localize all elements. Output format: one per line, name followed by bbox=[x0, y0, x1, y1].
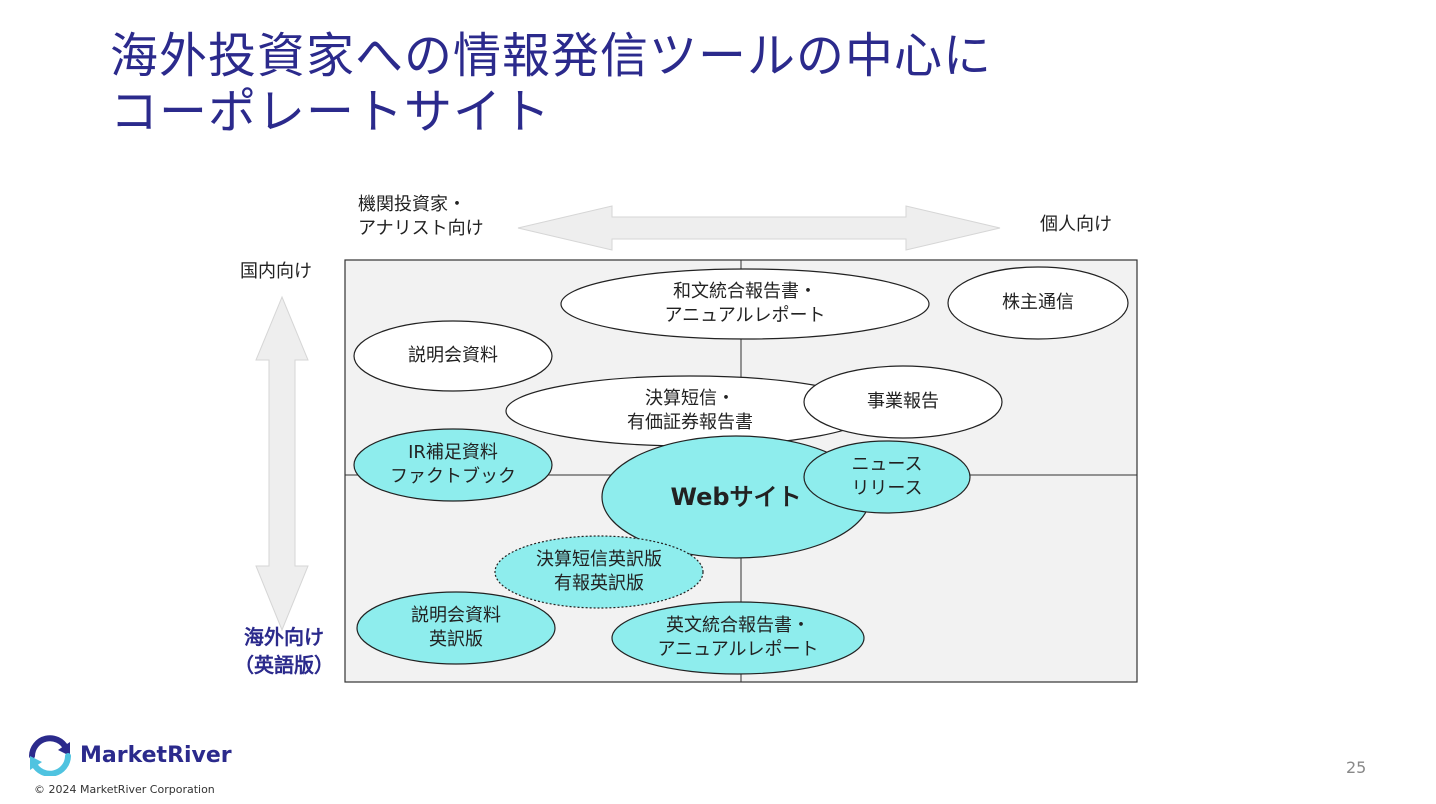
bubble-setsumeikai-en-line2: 英訳版 bbox=[429, 629, 483, 650]
bubble-setsumeikai-line1: 説明会資料 bbox=[408, 345, 498, 366]
bubble-jigyo: 事業報告 bbox=[804, 366, 1002, 438]
bubble-eibun-line2: アニュアルレポート bbox=[657, 639, 819, 660]
bubble-kessan-line1: 決算短信・ bbox=[645, 388, 735, 409]
bubble-wabun-shape bbox=[560, 268, 930, 340]
bubble-kessan-en: 決算短信英訳版 有報英訳版 bbox=[495, 536, 703, 608]
bubble-news: ニュース リリース bbox=[804, 441, 970, 513]
bubble-kessan: 決算短信・ 有価証券報告書 bbox=[506, 376, 874, 446]
bubble-eibun-line1: 英文統合報告書・ bbox=[666, 615, 810, 636]
bubble-ir-shape bbox=[353, 428, 553, 502]
bubble-ir: IR補足資料 ファクトブック bbox=[354, 429, 552, 501]
bubble-ir-line1: IR補足資料 bbox=[408, 442, 498, 463]
marketriver-logo-icon bbox=[29, 735, 71, 776]
bubble-jigyo-shape bbox=[803, 365, 1003, 439]
axis-label-overseas: 海外向け （英語版） bbox=[234, 623, 334, 679]
bubble-ir-line2: ファクトブック bbox=[390, 466, 516, 487]
axis-label-institutional-line1: 機関投資家・ bbox=[358, 194, 466, 215]
bubble-kabunushi-shape bbox=[947, 266, 1129, 340]
bubble-setsumeikai: 説明会資料 bbox=[354, 321, 552, 391]
slide-title-line2: コーポレートサイト bbox=[110, 84, 552, 140]
bubble-news-line2: リリース bbox=[851, 478, 923, 499]
bubble-eibun: 英文統合報告書・ アニュアルレポート bbox=[612, 602, 864, 674]
bubble-setsumeikai-shape bbox=[353, 320, 553, 392]
bubble-kessan-en-shape bbox=[494, 535, 704, 609]
bubble-web-line1: Webサイト bbox=[670, 483, 802, 511]
bubble-wabun-line2: アニュアルレポート bbox=[664, 305, 826, 326]
page-number: 25 bbox=[1346, 758, 1367, 777]
bubble-setsumeikai-en-line1: 説明会資料 bbox=[411, 605, 501, 626]
bubble-kessan-line2: 有価証券報告書 bbox=[627, 412, 753, 433]
bubble-kessan-en-line1: 決算短信英訳版 bbox=[536, 549, 662, 570]
axis-label-institutional: 機関投資家・ アナリスト向け bbox=[358, 193, 484, 241]
copyright: © 2024 MarketRiver Corporation bbox=[34, 783, 215, 796]
axis-label-overseas-line1: 海外向け bbox=[244, 625, 324, 649]
vertical-double-arrow bbox=[255, 295, 309, 632]
bubble-news-shape bbox=[803, 440, 971, 514]
bubble-web: Webサイト bbox=[602, 436, 870, 558]
bubble-wabun-line1: 和文統合報告書・ bbox=[673, 281, 817, 302]
bubble-kabunushi: 株主通信 bbox=[948, 267, 1128, 339]
axis-label-domestic: 国内向け bbox=[240, 261, 312, 282]
bubble-setsumeikai-en: 説明会資料 英訳版 bbox=[357, 592, 555, 664]
slide-title: 海外投資家への情報発信ツールの中心に コーポレートサイト bbox=[110, 28, 992, 140]
bubble-kessan-en-line2: 有報英訳版 bbox=[554, 573, 644, 594]
bubble-setsumeikai-en-shape bbox=[356, 591, 556, 665]
axis-label-institutional-line2: アナリスト向け bbox=[358, 218, 484, 239]
horizontal-double-arrow bbox=[517, 205, 1001, 251]
axis-label-individual: 個人向け bbox=[1040, 214, 1112, 235]
bubble-kabunushi-line1: 株主通信 bbox=[1002, 292, 1074, 313]
bubble-wabun: 和文統合報告書・ アニュアルレポート bbox=[561, 269, 929, 339]
slide-title-line1: 海外投資家への情報発信ツールの中心に bbox=[110, 28, 993, 84]
company-logo: MarketRiver bbox=[26, 734, 232, 776]
bubble-eibun-shape bbox=[611, 601, 865, 675]
bubble-jigyo-line1: 事業報告 bbox=[867, 391, 939, 412]
bubble-news-line1: ニュース bbox=[851, 454, 923, 475]
axis-label-overseas-line2: （英語版） bbox=[234, 653, 334, 677]
logo-name: MarketRiver bbox=[80, 742, 232, 768]
